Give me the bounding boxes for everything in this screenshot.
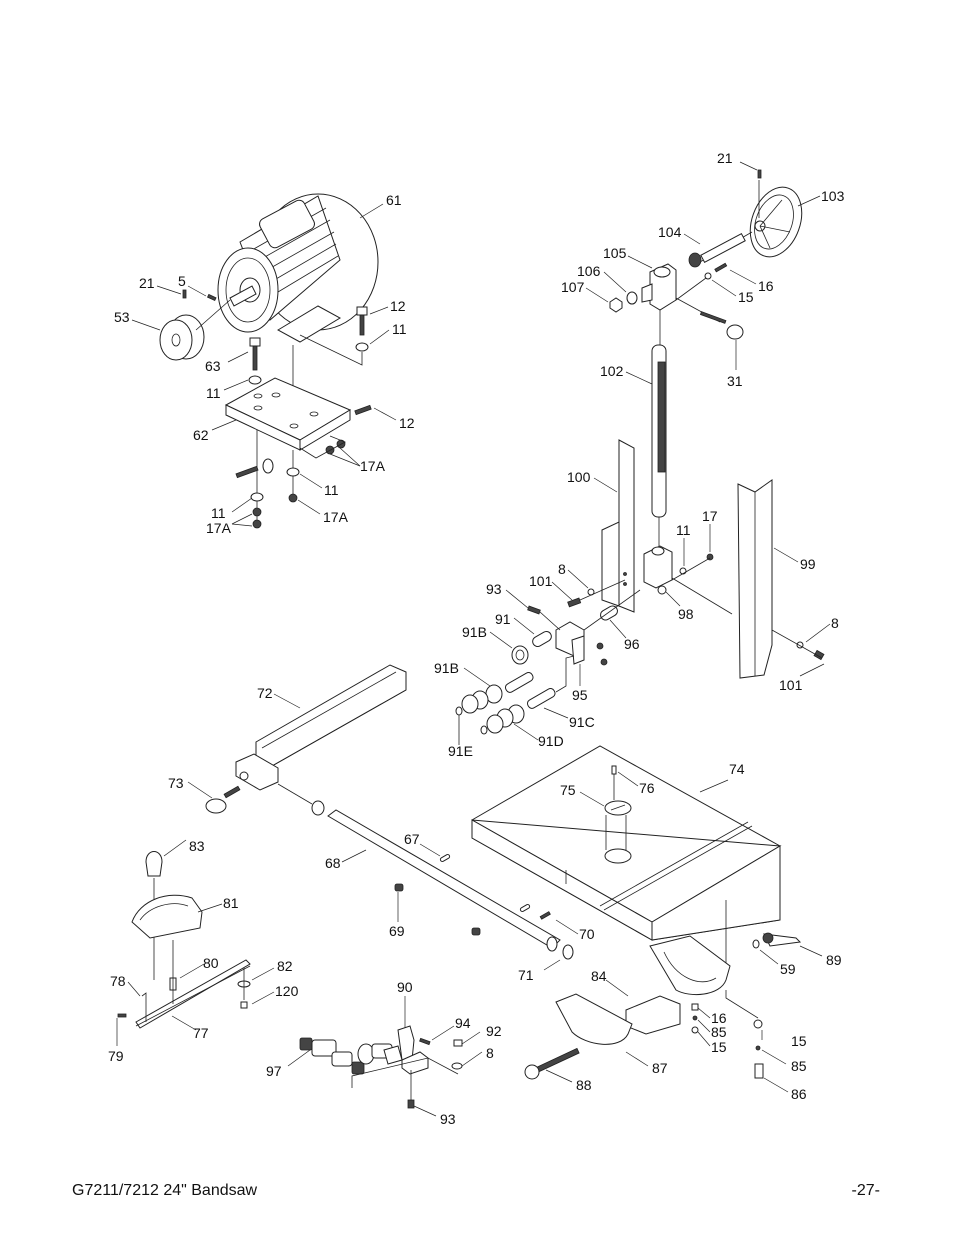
- callout-11: 11: [211, 505, 226, 521]
- callout-63: 63: [205, 358, 221, 374]
- callout-77: 77: [193, 1025, 209, 1041]
- callout-17a: 17A: [323, 509, 349, 525]
- callout-104: 104: [658, 224, 682, 240]
- callout-15: 15: [711, 1039, 727, 1055]
- callout-15: 15: [791, 1033, 807, 1049]
- callout-79: 79: [108, 1048, 124, 1064]
- motor: [217, 193, 379, 343]
- callout-31: 31: [727, 373, 743, 389]
- callout-99: 99: [800, 556, 816, 572]
- callout-91: 91: [495, 611, 511, 627]
- callout-16: 16: [711, 1010, 727, 1026]
- callout-68: 68: [325, 855, 341, 871]
- callout-75: 75: [560, 782, 576, 798]
- callout-59: 59: [780, 961, 796, 977]
- callout-21: 21: [139, 275, 155, 291]
- callout-102: 102: [600, 363, 624, 379]
- callout-16: 16: [758, 278, 774, 294]
- callout-97: 97: [266, 1063, 282, 1079]
- callout-74: 74: [729, 761, 745, 777]
- callout-76: 76: [639, 780, 655, 796]
- trunnion-assembly: [524, 932, 802, 1080]
- callout-120: 120: [275, 983, 299, 999]
- callout-69: 69: [389, 923, 405, 939]
- callout-17a: 17A: [360, 458, 386, 474]
- callout-8: 8: [486, 1045, 494, 1061]
- callout-92: 92: [486, 1023, 502, 1039]
- bearing-guide-assembly: [455, 589, 641, 745]
- motor-base-plate: [224, 377, 372, 529]
- callout-12: 12: [390, 298, 406, 314]
- callout-labels: 61 21 5 53 12 11 63 11 62 12 17A 11 11 1…: [108, 150, 845, 1127]
- callout-71: 71: [518, 967, 534, 983]
- callout-67: 67: [404, 831, 420, 847]
- callout-91e: 91E: [448, 743, 473, 759]
- callout-8: 8: [558, 561, 566, 577]
- callout-17: 17: [702, 508, 718, 524]
- callout-11: 11: [206, 385, 221, 401]
- guide-post-assembly: [567, 169, 825, 679]
- callout-93: 93: [486, 581, 502, 597]
- callout-93: 93: [440, 1111, 456, 1127]
- callout-95: 95: [572, 687, 588, 703]
- callout-11: 11: [324, 482, 339, 498]
- callout-91c: 91C: [569, 714, 595, 730]
- callout-11: 11: [676, 522, 691, 538]
- callout-82: 82: [277, 958, 293, 974]
- callout-72: 72: [257, 685, 273, 701]
- callout-17a: 17A: [206, 520, 232, 536]
- callout-81: 81: [223, 895, 239, 911]
- callout-94: 94: [455, 1015, 471, 1031]
- callout-90: 90: [397, 979, 413, 995]
- callout-86: 86: [791, 1086, 807, 1102]
- callout-91d: 91D: [538, 733, 564, 749]
- callout-91b: 91B: [434, 660, 459, 676]
- callout-106: 106: [577, 263, 601, 279]
- callout-105: 105: [603, 245, 627, 261]
- motor-assembly: [159, 193, 379, 420]
- callout-80: 80: [203, 955, 219, 971]
- callout-53: 53: [114, 309, 130, 325]
- callout-62: 62: [193, 427, 209, 443]
- callout-89: 89: [826, 952, 842, 968]
- callout-12: 12: [399, 415, 415, 431]
- callout-96: 96: [624, 636, 640, 652]
- callout-101: 101: [779, 677, 803, 693]
- callout-107: 107: [561, 279, 585, 295]
- callout-8: 8: [831, 615, 839, 631]
- lower-guide-assembly: [299, 1025, 463, 1109]
- callout-98: 98: [678, 606, 694, 622]
- callout-100: 100: [567, 469, 591, 485]
- callout-73: 73: [168, 775, 184, 791]
- callout-78: 78: [110, 973, 126, 989]
- page-number: -27-: [851, 1182, 880, 1199]
- callout-85: 85: [791, 1058, 807, 1074]
- callout-70: 70: [579, 926, 595, 942]
- miter-gauge: [117, 851, 251, 1029]
- callout-88: 88: [576, 1077, 592, 1093]
- callout-83: 83: [189, 838, 205, 854]
- callout-11: 11: [392, 321, 407, 337]
- pulley: [159, 314, 205, 361]
- leader-lines: [116, 161, 831, 1117]
- callout-91b: 91B: [462, 624, 487, 640]
- callout-87: 87: [652, 1060, 668, 1076]
- callout-61: 61: [386, 192, 402, 208]
- table: [471, 745, 782, 966]
- callout-103: 103: [821, 188, 845, 204]
- fence-rail-assembly: [205, 664, 574, 960]
- footer-model-title: G7211/7212 24" Bandsaw: [72, 1182, 258, 1199]
- callout-15: 15: [738, 289, 754, 305]
- callout-84: 84: [591, 968, 607, 984]
- callout-21: 21: [717, 150, 733, 166]
- callout-85: 85: [711, 1024, 727, 1040]
- callout-101: 101: [529, 573, 553, 589]
- callout-5: 5: [178, 273, 186, 289]
